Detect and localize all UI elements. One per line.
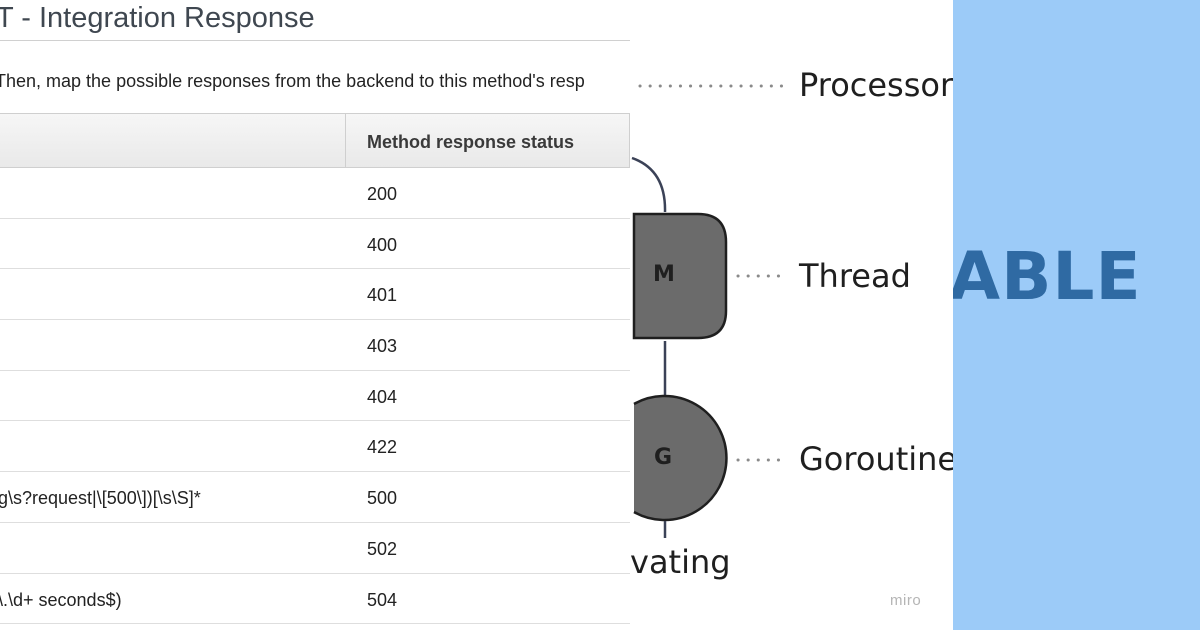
method-response-status-cell: 401 [367, 285, 398, 306]
processor-label: Processor [799, 66, 953, 104]
column-header-method-response-status: Method response status [367, 132, 575, 152]
diagram-shapes [631, 84, 784, 538]
table-row: 422 [0, 421, 630, 473]
table-row: 502 [0, 523, 630, 574]
method-response-status-cell: 404 [367, 386, 398, 407]
integration-response-panel: T - Integration Response Then, map the p… [0, 2, 630, 625]
response-mapping-table: Method response status 200 400 401 403 404 42… [0, 113, 630, 625]
g-node [633, 394, 728, 522]
method-response-status-cell: 400 [367, 234, 398, 255]
blue-panel: ABLE [953, 0, 1200, 630]
m-node-letter: M [653, 262, 675, 287]
table-row: 401 [0, 269, 630, 321]
m-node [632, 212, 728, 340]
blue-panel-heading: ABLE [953, 238, 1142, 315]
page-title: T - Integration Response [0, 2, 315, 34]
method-response-status-cell: 403 [367, 336, 398, 357]
column-separator [345, 114, 346, 167]
method-response-status-cell: 422 [367, 437, 398, 458]
method-response-status-cell: 200 [367, 184, 398, 204]
miro-watermark: miro [890, 592, 922, 609]
table-row: 400 [0, 219, 630, 270]
table-row: g\s?request|\[500\])[\s\S]* 500 [0, 472, 630, 523]
title-divider [0, 40, 630, 41]
selection-pattern-cell: g\s?request|\[500\])[\s\S]* [0, 488, 201, 509]
gmp-diagram: Processor M Thread G Goroutine vating mi… [630, 0, 953, 630]
processor-m-connector [631, 156, 667, 213]
method-response-status-cell: 500 [367, 488, 398, 509]
method-response-status-cell: 504 [367, 589, 398, 610]
thread-label: Thread [799, 257, 911, 295]
table-row: 200 [0, 168, 630, 219]
g-node-letter: G [654, 445, 673, 470]
method-response-status-cell: 502 [367, 538, 398, 559]
intro-text: Then, map the possible responses from th… [0, 71, 585, 91]
table-row: \.\d+ seconds$) 504 [0, 574, 630, 625]
waiting-label: vating [630, 543, 731, 581]
table-header: Method response status [0, 113, 630, 168]
table-body: 200 400 401 403 404 422 g\s?request|\[500\])[\… [0, 168, 630, 625]
table-row: 403 [0, 320, 630, 371]
goroutine-label: Goroutine [799, 440, 953, 478]
selection-pattern-cell: \.\d+ seconds$) [0, 589, 122, 610]
table-row: 404 [0, 371, 630, 422]
